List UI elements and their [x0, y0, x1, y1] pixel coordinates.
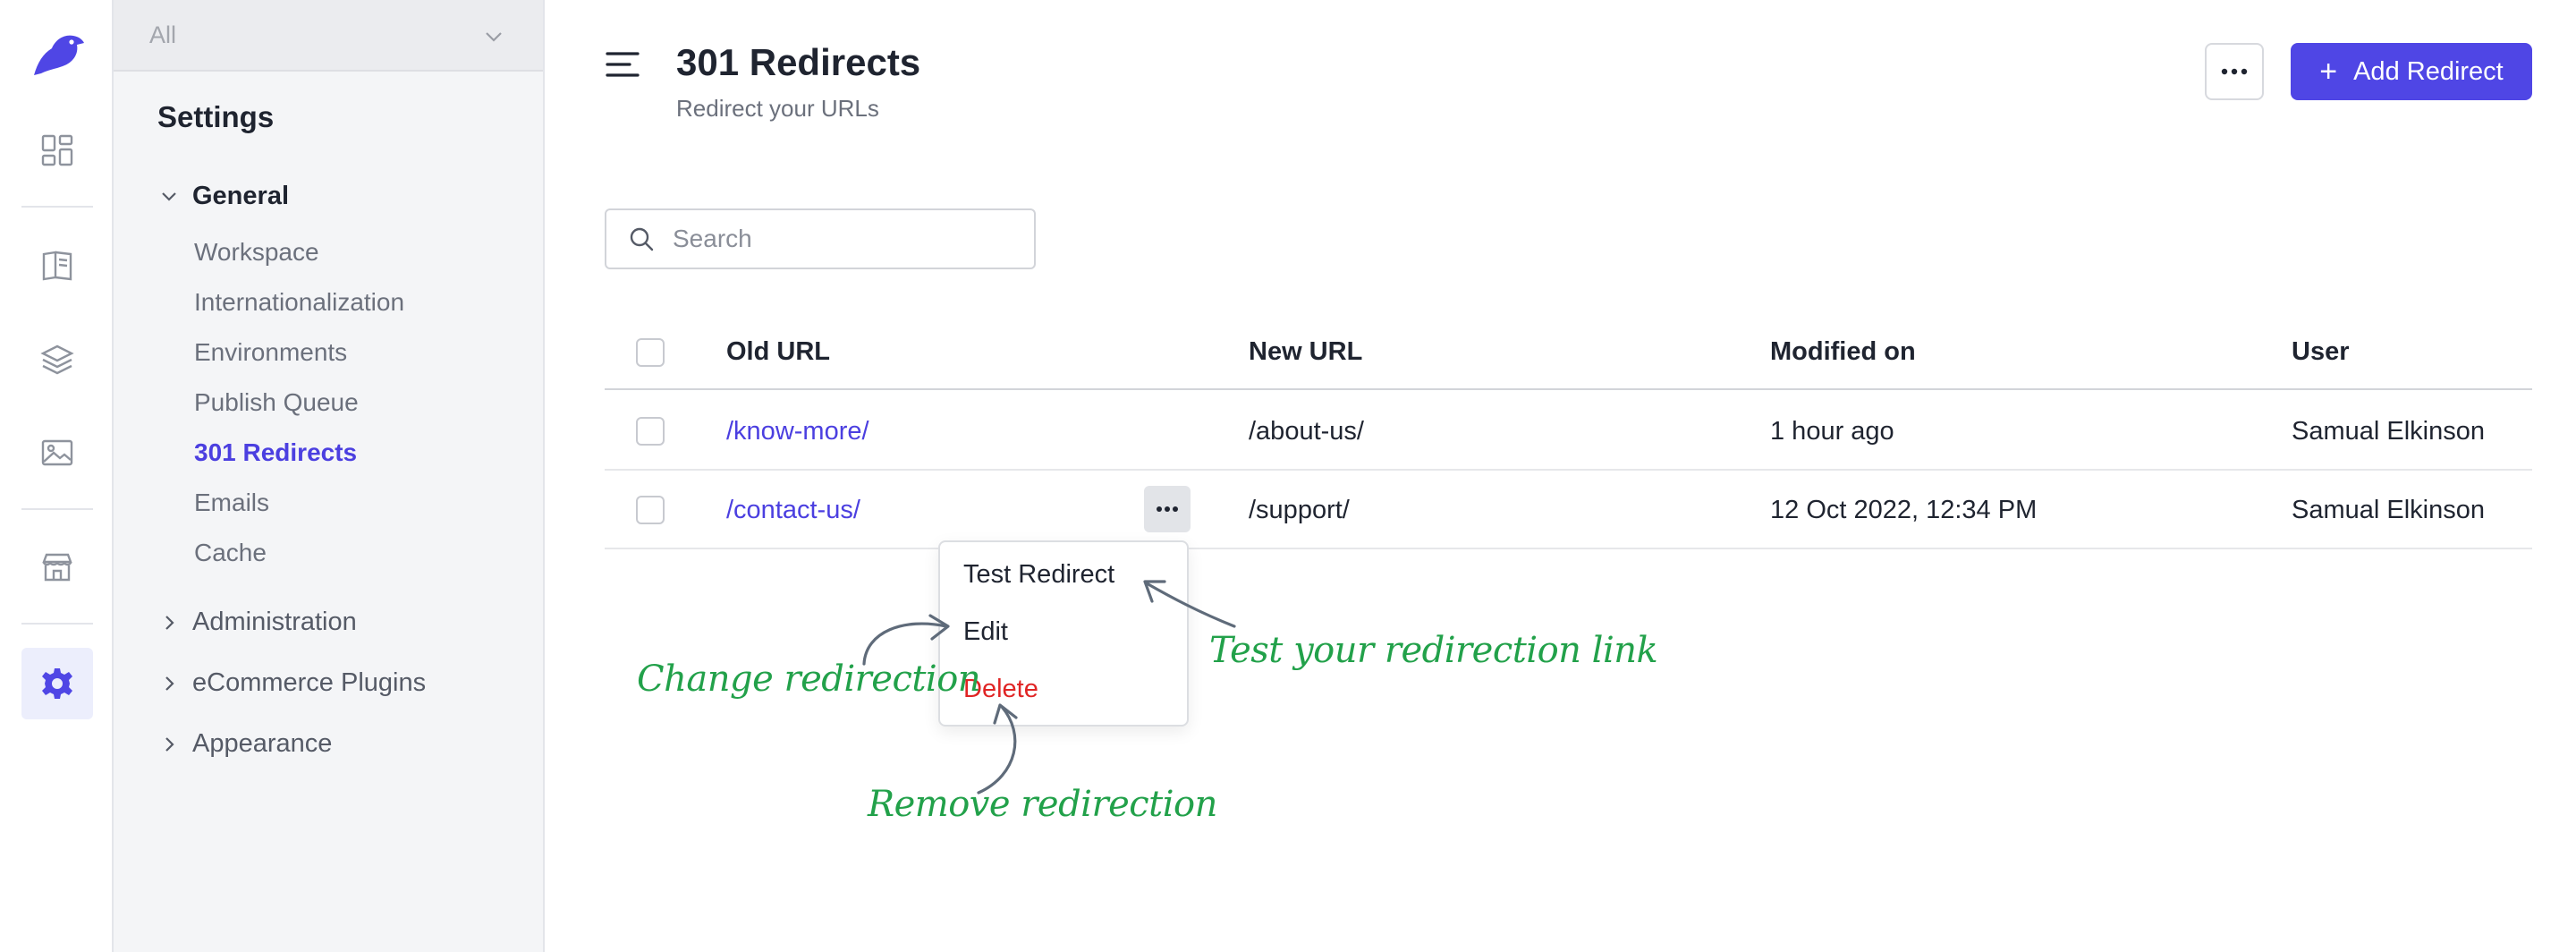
search-icon	[630, 227, 654, 251]
gear-icon	[42, 668, 72, 699]
chevron-down-icon	[162, 191, 176, 201]
user-cell: Samual Elkinson	[2292, 496, 2485, 524]
settings-sidebar: All Settings General Workspace Internati…	[114, 0, 545, 952]
dashboard-icon	[41, 134, 73, 166]
more-horizontal-icon	[2221, 68, 2248, 75]
row-checkbox[interactable]	[636, 417, 665, 446]
chevron-right-icon	[165, 676, 174, 691]
modified-cell: 12 Oct 2022, 12:34 PM	[1770, 496, 2038, 524]
menu-item-edit[interactable]: Edit	[963, 617, 1008, 646]
sidebar-item-environments[interactable]: Environments	[194, 338, 348, 366]
book-icon	[42, 251, 72, 281]
search-input[interactable]	[673, 225, 1013, 253]
bird-logo-icon[interactable]	[25, 27, 89, 84]
chevron-down-icon	[486, 32, 502, 42]
sidebar-group-appearance[interactable]: Appearance	[158, 729, 332, 759]
rail-layers[interactable]	[21, 324, 93, 395]
locale-select-value: All	[149, 21, 177, 48]
new-url-cell: /support/	[1249, 496, 1350, 524]
table-header-divider	[605, 388, 2532, 390]
sidebar-group-administration[interactable]: Administration	[158, 608, 357, 637]
column-header-old-url[interactable]: Old URL	[726, 337, 830, 366]
rail-divider	[21, 623, 93, 625]
sidebar-item-301-redirects[interactable]: 301 Redirects	[194, 438, 358, 466]
sidebar-item-publish-queue[interactable]: Publish Queue	[194, 388, 359, 416]
sidebar-group-general[interactable]: General	[158, 182, 289, 211]
sidebar-item-workspace[interactable]: Workspace	[194, 238, 319, 266]
rail-divider	[21, 206, 93, 208]
add-redirect-button[interactable]: + Add Redirect	[2291, 43, 2532, 100]
old-url-link[interactable]: /contact-us/	[726, 496, 860, 524]
search-box[interactable]	[605, 208, 1036, 269]
sidebar-item-emails[interactable]: Emails	[194, 489, 270, 516]
rail-content[interactable]	[21, 229, 93, 301]
plus-icon: +	[2319, 55, 2338, 89]
new-url-cell: /about-us/	[1249, 417, 1364, 446]
layers-icon	[40, 344, 74, 375]
old-url-link[interactable]: /know-more/	[726, 417, 869, 446]
page-subtitle: Redirect your URLs	[676, 95, 879, 122]
sidebar-title: Settings	[157, 100, 275, 133]
sidebar-group-ecommerce-plugins[interactable]: eCommerce Plugins	[158, 668, 426, 698]
row-actions-button[interactable]	[1144, 486, 1191, 532]
icon-rail	[0, 0, 114, 952]
store-icon	[42, 553, 72, 582]
row-divider	[605, 469, 2532, 471]
rail-dashboard[interactable]	[21, 115, 93, 186]
column-header-modified-on[interactable]: Modified on	[1770, 337, 1916, 366]
user-cell: Samual Elkinson	[2292, 417, 2485, 446]
row-context-menu: Test Redirect Edit Delete	[938, 540, 1189, 727]
rail-store[interactable]	[21, 531, 93, 603]
more-options-button[interactable]	[2205, 43, 2264, 100]
chevron-right-icon	[165, 615, 174, 630]
select-all-checkbox[interactable]	[636, 338, 665, 367]
row-checkbox[interactable]	[636, 496, 665, 524]
image-icon	[41, 439, 73, 466]
sidebar-item-internationalization[interactable]: Internationalization	[194, 288, 405, 316]
menu-item-delete[interactable]: Delete	[963, 675, 1038, 703]
add-redirect-label: Add Redirect	[2353, 56, 2504, 86]
rail-media[interactable]	[21, 417, 93, 489]
sidebar-item-cache[interactable]: Cache	[194, 539, 267, 566]
rail-settings[interactable]	[21, 648, 93, 719]
menu-item-test-redirect[interactable]: Test Redirect	[963, 560, 1115, 589]
rail-divider	[21, 508, 93, 510]
menu-toggle-icon[interactable]	[605, 48, 640, 81]
annotation-test-redirection: Test your redirection link	[1209, 630, 1658, 671]
page-title: 301 Redirects	[676, 41, 921, 83]
more-horizontal-icon	[1157, 506, 1178, 512]
column-header-new-url[interactable]: New URL	[1249, 337, 1363, 366]
annotation-remove-redirection: Remove redirection	[868, 784, 1217, 825]
row-divider	[605, 548, 2532, 549]
modified-cell: 1 hour ago	[1770, 417, 1894, 446]
chevron-right-icon	[165, 736, 174, 752]
locale-select[interactable]: All	[114, 0, 543, 72]
annotation-change-redirection: Change redirection	[637, 659, 981, 700]
column-header-user[interactable]: User	[2292, 337, 2350, 366]
